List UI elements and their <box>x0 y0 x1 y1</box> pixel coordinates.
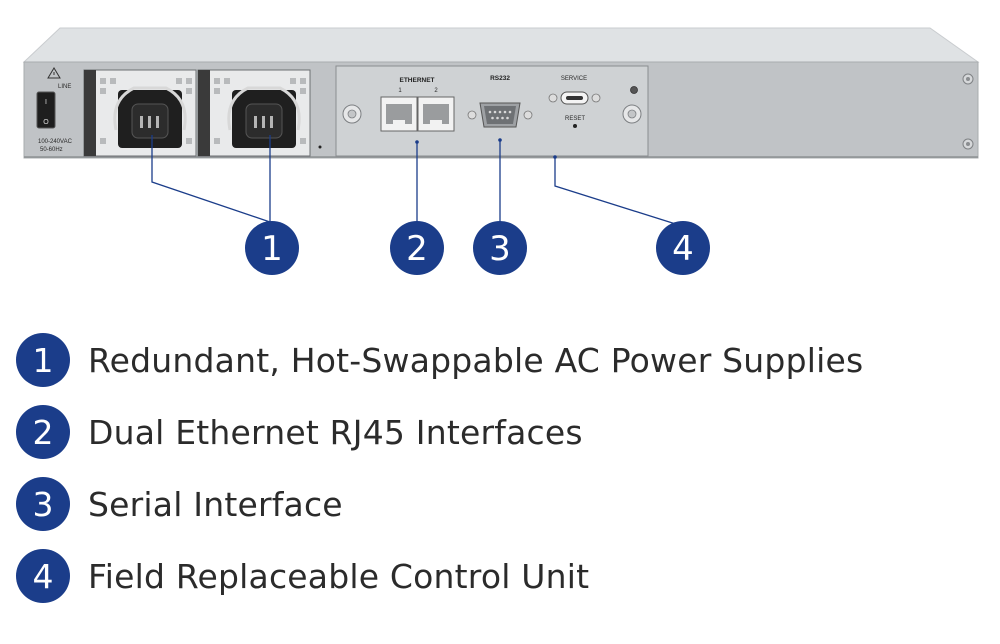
rs232-port[interactable] <box>467 102 533 128</box>
switch-off-mark: O <box>43 119 49 126</box>
legend-label-4: Field Replaceable Control Unit <box>88 556 590 596</box>
ethernet-port-2[interactable] <box>417 96 455 132</box>
leader-lines <box>151 135 683 227</box>
chassis-screw <box>962 138 974 150</box>
service-label: SERVICE <box>561 76 587 82</box>
legend-badge-4: 4 <box>16 549 70 603</box>
power-switch[interactable] <box>36 91 56 129</box>
power-supply-1[interactable] <box>83 69 197 157</box>
thumbscrew-right[interactable] <box>622 104 642 124</box>
legend: 1 Redundant, Hot-Swappable AC Power Supp… <box>16 332 976 620</box>
callout-1: 1 <box>245 221 299 275</box>
switch-on-mark: I <box>45 99 47 106</box>
svg-text:3: 3 <box>489 229 511 269</box>
power-rating-line2: 50-60Hz <box>40 147 63 153</box>
legend-label-1: Redundant, Hot-Swappable AC Power Suppli… <box>88 340 864 380</box>
ethernet-port-1[interactable] <box>380 96 418 132</box>
leader-line-4 <box>554 157 683 227</box>
ethernet-port-1-label: 1 <box>398 88 402 94</box>
ethernet-port-2-label: 2 <box>434 88 438 94</box>
svg-text:4: 4 <box>672 229 694 269</box>
power-rating-line1: 100-240VAC <box>38 139 73 145</box>
legend-item-4: 4 Field Replaceable Control Unit <box>16 548 976 604</box>
svg-text:1: 1 <box>261 229 283 269</box>
chassis-top <box>22 27 980 63</box>
chassis-screw <box>962 73 974 85</box>
reset-button[interactable] <box>573 124 577 128</box>
reset-label: RESET <box>565 116 585 122</box>
legend-badge-3: 3 <box>16 477 70 531</box>
legend-item-1: 1 Redundant, Hot-Swappable AC Power Supp… <box>16 332 976 388</box>
warning-icon <box>47 67 61 79</box>
usb-c-service-port[interactable] <box>548 91 601 105</box>
legend-item-2: 2 Dual Ethernet RJ45 Interfaces <box>16 404 976 460</box>
legend-label-3: Serial Interface <box>88 484 343 524</box>
legend-label-2: Dual Ethernet RJ45 Interfaces <box>88 412 583 452</box>
legend-badge-2: 2 <box>16 405 70 459</box>
svg-text:2: 2 <box>406 229 428 269</box>
power-supply-2[interactable] <box>197 69 311 157</box>
callout-4: 4 <box>656 221 710 275</box>
ethernet-label: ETHERNET <box>399 77 434 84</box>
thumbscrew-left[interactable] <box>342 104 362 124</box>
rs232-label: RS232 <box>490 75 510 82</box>
callout-2: 2 <box>390 221 444 275</box>
leader-line-1a <box>151 135 271 223</box>
callout-3: 3 <box>473 221 527 275</box>
legend-badge-1: 1 <box>16 333 70 387</box>
legend-item-3: 3 Serial Interface <box>16 476 976 532</box>
line-label: LINE <box>58 84 71 90</box>
